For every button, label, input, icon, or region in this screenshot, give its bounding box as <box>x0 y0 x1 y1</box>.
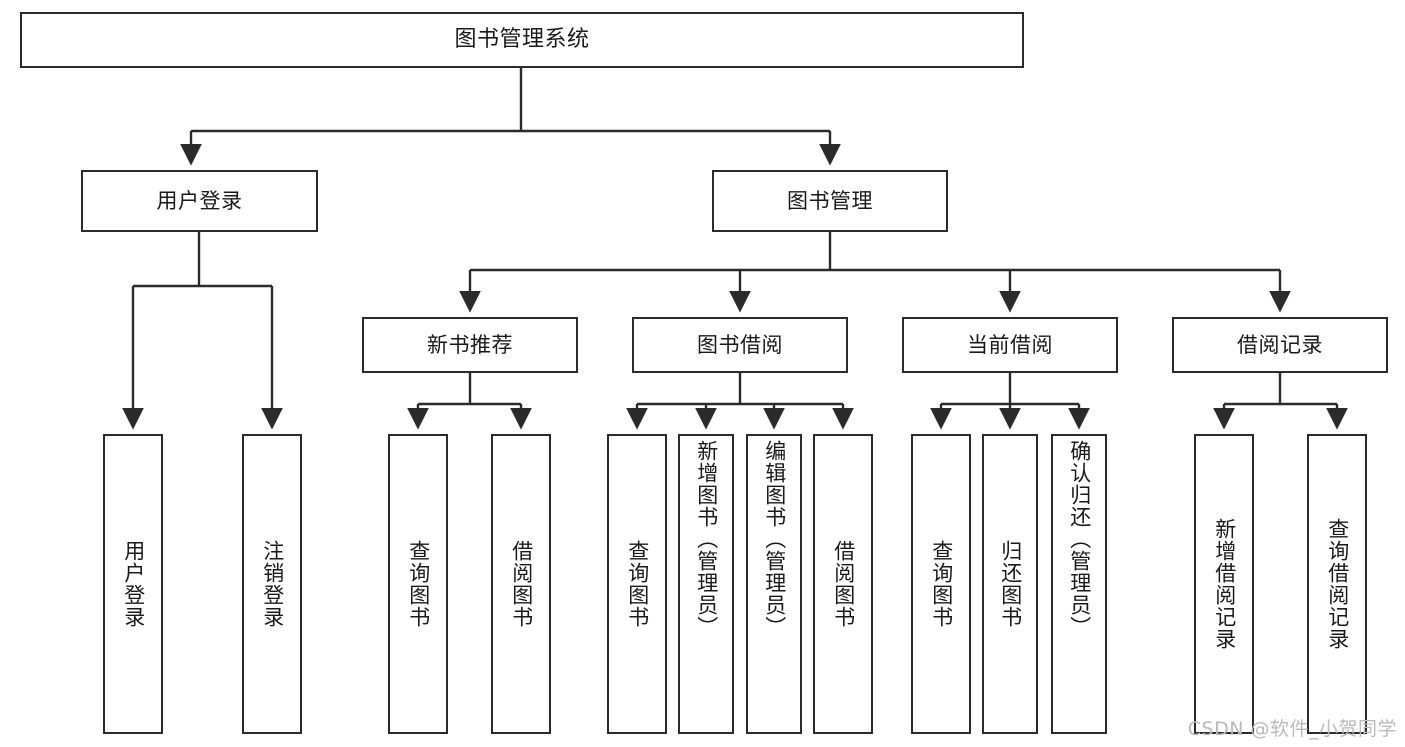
node-book-borrow[interactable]: 图书借阅 <box>632 317 848 373</box>
node-leaf-logout[interactable]: 注销登录 <box>242 434 302 734</box>
node-leaf-query-book-2-label: 查询图书 <box>625 540 650 628</box>
node-user-login-label: 用户登录 <box>156 188 243 213</box>
node-user-login[interactable]: 用户登录 <box>81 170 318 232</box>
node-root[interactable]: 图书管理系统 <box>20 12 1024 68</box>
node-book-management[interactable]: 图书管理 <box>712 170 948 232</box>
node-leaf-add-record-label: 新增借阅记录 <box>1212 518 1237 650</box>
node-book-borrow-label: 图书借阅 <box>697 332 783 357</box>
node-leaf-user-login[interactable]: 用户登录 <box>103 434 163 734</box>
node-new-book-recommend-label: 新书推荐 <box>427 332 513 357</box>
node-leaf-return-book[interactable]: 归还图书 <box>982 434 1038 734</box>
node-leaf-query-record[interactable]: 查询借阅记录 <box>1307 434 1367 734</box>
node-leaf-query-record-label: 查询借阅记录 <box>1325 518 1350 650</box>
node-leaf-borrow-book-1-label: 借阅图书 <box>509 540 534 628</box>
node-leaf-edit-book-label: 编辑图书（管理员） <box>762 440 787 638</box>
node-leaf-confirm-return[interactable]: 确认归还（管理员） <box>1051 434 1107 734</box>
node-leaf-return-book-label: 归还图书 <box>998 540 1023 628</box>
node-new-book-recommend[interactable]: 新书推荐 <box>362 317 578 373</box>
node-current-borrow[interactable]: 当前借阅 <box>902 317 1118 373</box>
node-borrow-record[interactable]: 借阅记录 <box>1172 317 1388 373</box>
node-leaf-add-book-label: 新增图书（管理员） <box>694 440 719 638</box>
node-leaf-edit-book[interactable]: 编辑图书（管理员） <box>746 434 802 734</box>
node-leaf-query-book-3-label: 查询图书 <box>929 540 954 628</box>
node-leaf-query-book-1-label: 查询图书 <box>406 540 431 628</box>
node-leaf-query-book-3[interactable]: 查询图书 <box>911 434 971 734</box>
node-leaf-user-login-label: 用户登录 <box>121 540 146 628</box>
node-root-label: 图书管理系统 <box>454 27 590 53</box>
node-leaf-add-book[interactable]: 新增图书（管理员） <box>678 434 734 734</box>
node-leaf-borrow-book-2-label: 借阅图书 <box>831 540 856 628</box>
node-leaf-borrow-book-1[interactable]: 借阅图书 <box>491 434 551 734</box>
watermark: CSDN @软件_小贺同学 <box>1187 718 1397 740</box>
node-leaf-logout-label: 注销登录 <box>260 540 285 628</box>
node-leaf-query-book-1[interactable]: 查询图书 <box>388 434 448 734</box>
node-borrow-record-label: 借阅记录 <box>1237 332 1323 357</box>
node-leaf-borrow-book-2[interactable]: 借阅图书 <box>813 434 873 734</box>
node-book-management-label: 图书管理 <box>787 188 873 213</box>
node-leaf-query-book-2[interactable]: 查询图书 <box>607 434 667 734</box>
node-current-borrow-label: 当前借阅 <box>967 332 1053 357</box>
node-leaf-add-record[interactable]: 新增借阅记录 <box>1194 434 1254 734</box>
node-leaf-confirm-return-label: 确认归还（管理员） <box>1067 440 1092 638</box>
